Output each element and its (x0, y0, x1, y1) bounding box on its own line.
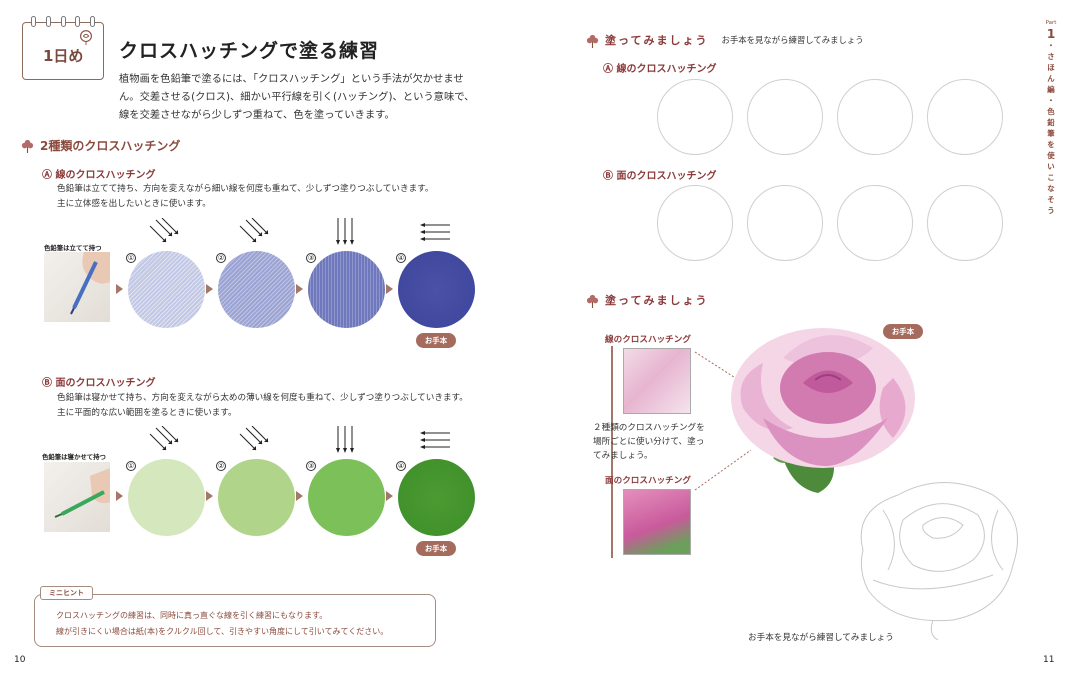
left-page: 1日め クロスハッチングで塗る練習 植物画を色鉛筆で塗るには、「クロスハッチング… (14, 16, 475, 665)
page-number-left: 10 (14, 655, 26, 665)
section-heading: 2種類のクロスハッチング (20, 137, 180, 154)
step-number: ① (126, 253, 136, 263)
step-arrow (116, 284, 123, 294)
section-title: 2種類のクロスハッチング (40, 139, 181, 153)
practice-circle[interactable] (657, 79, 733, 155)
surface-hatching-desc-1: 色鉛筆は寝かせて持ち、方向を変えながら太めの薄い線を何度も重ねて、少しずつ塗りつ… (57, 393, 468, 403)
surface-swatch-3 (308, 459, 385, 536)
surface-swatch-1 (128, 459, 205, 536)
surface-hatching-desc-2: 主に平面的な広い範囲を塗るときに使います。 (57, 408, 237, 418)
surface-sample-label: 面のクロスハッチング (605, 476, 691, 486)
model-badge: お手本 (416, 333, 456, 348)
step-number: ② (216, 253, 226, 263)
calendar-rings (31, 16, 95, 27)
day-label: 1日め (43, 47, 84, 65)
step-arrow (206, 491, 213, 501)
intro-text: 植物画を色鉛筆で塗るには、「クロスハッチング」という手法が欠かせません。交差させ… (119, 73, 475, 121)
model-badge: お手本 (416, 541, 456, 556)
step-number: ③ (306, 253, 316, 263)
surface-hatching-heading: Ⓑ 面のクロスハッチング (42, 378, 156, 389)
model-badge: お手本 (883, 324, 923, 339)
line-swatch-4 (398, 251, 475, 328)
hand-upright-photo (44, 252, 110, 322)
try-heading-2: 塗ってみましょう (585, 292, 708, 308)
rose-outline-practice[interactable] (843, 470, 1033, 640)
step-number: ① (126, 461, 136, 471)
surface-swatch-4 (398, 459, 475, 536)
rose-illustration (731, 328, 915, 493)
practice-circle[interactable] (657, 185, 733, 261)
bottom-note: お手本を見ながら練習してみましょう (748, 633, 894, 643)
hint-line-2: 線が引きにくい場合は紙(本)をクルクル回して、引きやすい角度にして引いてみてくだ… (56, 627, 389, 636)
step-number: ③ (306, 461, 316, 471)
practice-circle[interactable] (927, 79, 1003, 155)
direction-arrows-diagonal (149, 426, 179, 451)
right-page: 塗ってみましょう お手本を見ながら練習してみましょう Ⓐ 線のクロスハッチング … (533, 0, 1066, 680)
line-swatch-3 (308, 251, 385, 328)
line-hatching-heading: Ⓐ 線のクロスハッチング (42, 170, 156, 181)
flower-icon (586, 294, 599, 308)
line-swatch-1 (128, 251, 205, 328)
step-number: ④ (396, 253, 406, 263)
rose-icon (80, 30, 92, 46)
step-arrow (116, 491, 123, 501)
surface-sample-image (623, 489, 691, 555)
direction-arrows-vertical (336, 426, 354, 453)
step-arrow (296, 284, 303, 294)
leader-line (694, 351, 752, 389)
instruction-note: ２種類のクロスハッチングを 場所ごとに使い分けて、塗っ てみましょう。 (593, 423, 705, 461)
direction-arrows-diagonal (239, 426, 269, 451)
step-arrow (386, 284, 393, 294)
practice-circle[interactable] (747, 79, 823, 155)
direction-arrows-diagonal (149, 218, 179, 243)
step-number: ④ (396, 461, 406, 471)
direction-arrows-horizontal (420, 431, 450, 449)
hold-upright-label: 色鉛筆は立てて持つ (44, 244, 102, 252)
line-hatching-desc-2: 主に立体感を出したいときに使います。 (57, 199, 211, 209)
surface-swatch-2 (218, 459, 295, 536)
line-sample-image (623, 348, 691, 414)
hint-line-1: クロスハッチングの練習は、同時に真っ直ぐな線を引く練習にもなります。 (56, 611, 328, 620)
flower-icon (21, 139, 34, 153)
line-swatch-2 (218, 251, 295, 328)
try-heading: 塗ってみましょう お手本を見ながら練習してみましょう (585, 32, 864, 48)
line-sample-label: 線のクロスハッチング (605, 335, 691, 345)
hint-tag: ミニヒント (40, 586, 93, 600)
try-title: 塗ってみましょう (605, 34, 709, 47)
day-badge: 1日め (22, 16, 104, 80)
step-number: ② (216, 461, 226, 471)
side-number: 1 (1046, 27, 1056, 41)
side-tab: Part 1 ・さほん 編・色鉛 筆を使い こなそう (1045, 20, 1057, 215)
practice-circle[interactable] (837, 185, 913, 261)
hint-box (34, 594, 436, 647)
hold-flat-label: 色鉛筆は寝かせて持つ (42, 453, 106, 461)
line-practice-heading: Ⓐ 線のクロスハッチング (603, 64, 717, 75)
practice-circle[interactable] (747, 185, 823, 261)
page-number-right: 11 (1043, 655, 1055, 665)
line-hatching-desc-1: 色鉛筆は立てて持ち、方向を変えながら細い線を何度も重ねて、少しずつ塗りつぶしてい… (57, 184, 434, 194)
direction-arrows-vertical (336, 218, 354, 245)
try-title-2: 塗ってみましょう (605, 294, 709, 307)
direction-arrows-horizontal (420, 223, 450, 241)
hint-text: クロスハッチングの練習は、同時に真っ直ぐな線を引く練習にもなります。 線が引きに… (56, 608, 388, 640)
flower-icon (586, 34, 599, 48)
divider-line (611, 346, 613, 558)
step-arrow (296, 491, 303, 501)
step-arrow (206, 284, 213, 294)
direction-arrows-diagonal (239, 218, 269, 243)
step-arrow (386, 491, 393, 501)
side-part: Part (1045, 20, 1057, 26)
practice-circle[interactable] (927, 185, 1003, 261)
leader-line (694, 449, 752, 491)
hand-flat-photo (44, 462, 110, 532)
try-subtitle: お手本を見ながら練習してみましょう (721, 35, 864, 45)
practice-circle[interactable] (837, 79, 913, 155)
page-title: クロスハッチングで塗る練習 (119, 40, 380, 62)
surface-practice-heading: Ⓑ 面のクロスハッチング (603, 171, 717, 182)
